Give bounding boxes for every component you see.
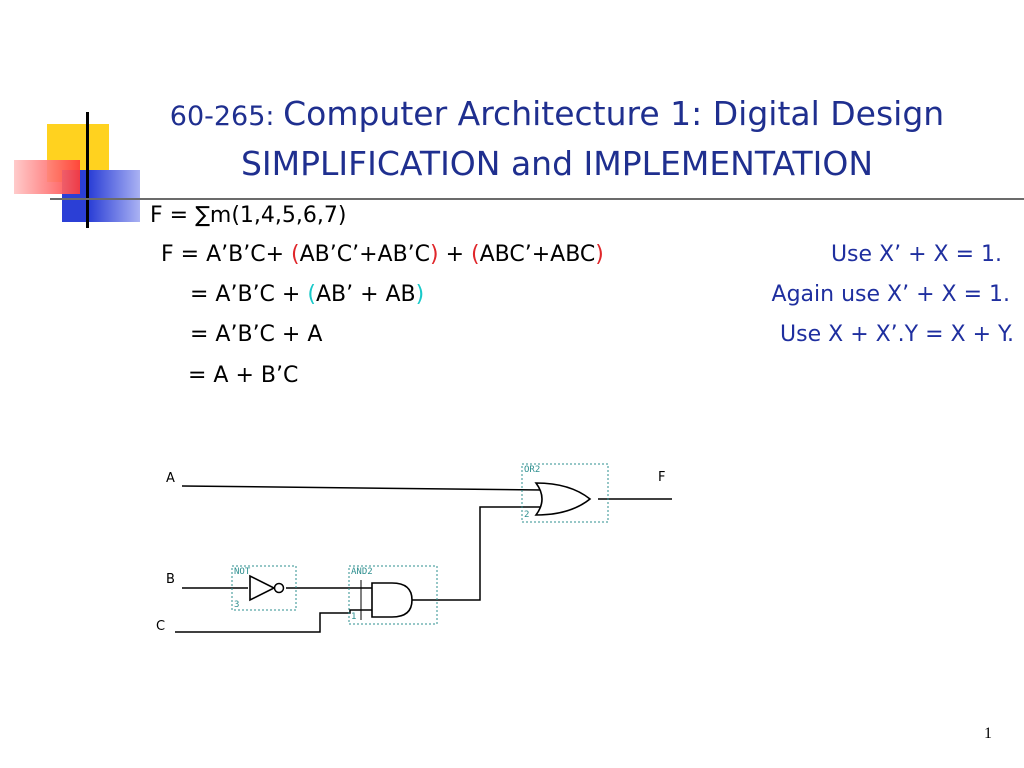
- note-3: Use X + X’.Y = X + Y.: [780, 322, 1014, 347]
- not-gate-pin: 3: [234, 600, 239, 610]
- eq2-paren-close-1: ): [430, 242, 439, 267]
- output-label-f: F: [658, 470, 665, 485]
- eq3-lead: = A’B’C +: [190, 282, 308, 307]
- logo-red-bar: [14, 160, 80, 194]
- eq3-paren-open: (: [307, 282, 316, 307]
- wire-a: [181, 485, 543, 491]
- wire-and-to-or: [411, 506, 542, 601]
- title-divider: [50, 198, 1024, 200]
- eq3-paren-close: ): [415, 282, 425, 307]
- eq2-paren-close-2: ): [595, 242, 604, 267]
- or-gate-body: [534, 482, 592, 516]
- and-gate-frame: [348, 565, 438, 625]
- equation-line-5: = A + B’C: [188, 363, 299, 388]
- input-label-c: C: [156, 619, 165, 634]
- title-main: Computer Architecture 1: Digital Design: [283, 94, 945, 133]
- logo-vertical-line: [86, 112, 89, 228]
- and-gate: AND2 1: [348, 565, 438, 625]
- not-gate-name: NOT: [234, 567, 251, 577]
- slide-title: 60-265: Computer Architecture 1: Digital…: [90, 92, 1024, 186]
- logic-circuit: A B C F OR2 2 NOT 3 AND2 1: [156, 463, 672, 634]
- equation-line-2: F = A’B’C+ (AB’C’+AB’C) + (ABC’+ABC): [161, 242, 604, 268]
- input-label-b: B: [166, 572, 175, 587]
- wire-c: [175, 609, 372, 633]
- eq2-paren-open-1: (: [291, 242, 300, 267]
- note-1: Use X’ + X = 1.: [830, 242, 1002, 267]
- eq2-group-2: ABC’+ABC: [479, 242, 596, 267]
- circuit-wires: [175, 485, 672, 633]
- title-sub: SIMPLIFICATION and IMPLEMENTATION: [240, 144, 874, 183]
- equation-line-1: F = ∑m(1,4,5,6,7): [150, 203, 347, 228]
- equation-line-4: = A’B’C + A: [190, 322, 323, 347]
- eq2-plus: +: [438, 242, 472, 267]
- or-gate-pin: 2: [524, 510, 529, 520]
- equation-line-3: = A’B’C + (AB’ + AB): [190, 282, 424, 308]
- eq3-group: AB’ + AB: [315, 282, 416, 307]
- not-gate-frame: [231, 565, 297, 611]
- not-gate-bubble: [273, 582, 285, 594]
- and-gate-pin: 1: [351, 612, 356, 622]
- note-2: Again use X’ + X = 1.: [771, 282, 1010, 307]
- or-gate-name: OR2: [524, 465, 540, 475]
- not-gate: NOT 3: [231, 565, 297, 611]
- input-label-a: A: [166, 471, 175, 486]
- and-gate-body: [371, 582, 413, 618]
- and-gate-name: AND2: [351, 567, 373, 577]
- course-code: 60-265:: [169, 101, 284, 132]
- or-gate: OR2 2: [521, 463, 609, 523]
- eq2-group-1: AB’C’+AB’C: [299, 242, 431, 267]
- eq2-lead: F = A’B’C+: [161, 242, 291, 267]
- page-number: 1: [984, 725, 992, 742]
- not-gate-triangle: [249, 574, 276, 602]
- eq2-paren-open-2: (: [471, 242, 480, 267]
